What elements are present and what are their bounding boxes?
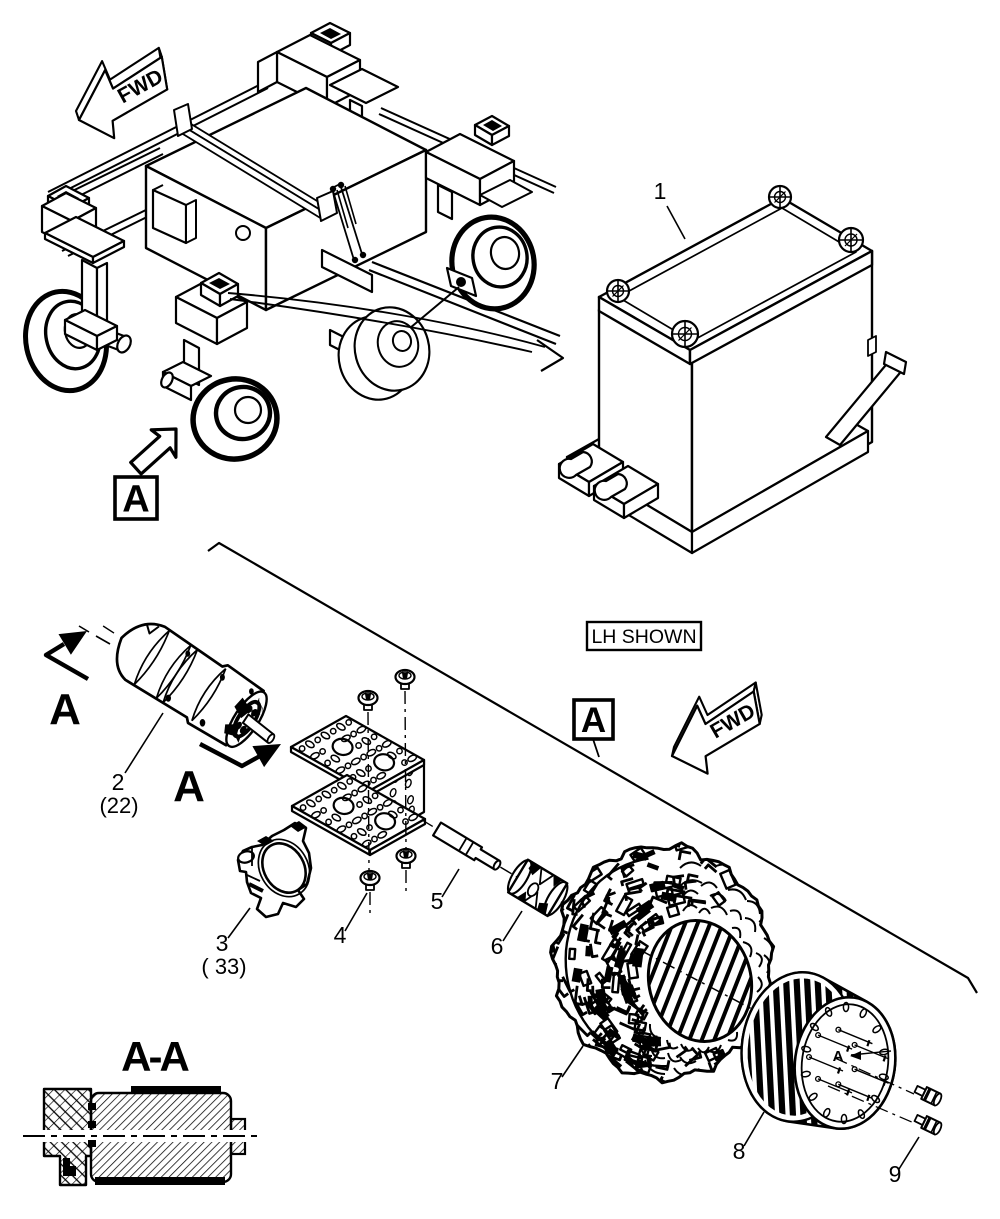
svg-text:7: 7 — [551, 1068, 564, 1094]
svg-text:A: A — [49, 685, 81, 734]
svg-text:( 33): ( 33) — [201, 954, 246, 979]
svg-text:A: A — [833, 1048, 844, 1065]
svg-text:4: 4 — [334, 922, 347, 948]
svg-text:3: 3 — [216, 930, 229, 956]
svg-text:A: A — [581, 701, 606, 740]
svg-text:8: 8 — [733, 1138, 746, 1164]
svg-text:(22): (22) — [99, 793, 138, 818]
svg-text:9: 9 — [889, 1161, 902, 1187]
svg-text:A: A — [122, 478, 149, 520]
svg-text:2: 2 — [112, 769, 125, 795]
svg-text:A: A — [173, 762, 205, 811]
svg-text:1: 1 — [654, 178, 667, 204]
svg-text:A-A: A-A — [121, 1033, 189, 1080]
svg-text:5: 5 — [431, 888, 444, 914]
svg-text:6: 6 — [491, 933, 504, 959]
svg-text:LH SHOWN: LH SHOWN — [591, 626, 696, 648]
